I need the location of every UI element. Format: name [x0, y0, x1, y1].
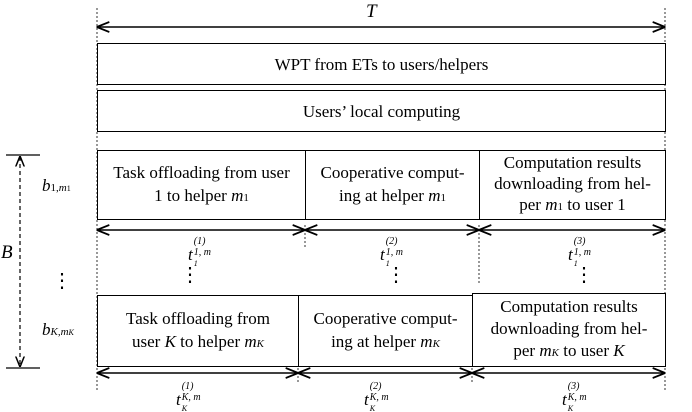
- userK-t3-sub: K, m: [567, 392, 587, 403]
- user1-t2-subsub: 1: [385, 259, 390, 268]
- user1-t2-sup: (2): [385, 236, 398, 247]
- b1-base: b: [42, 176, 51, 195]
- userK-download-line3a: per: [513, 341, 540, 360]
- user1-t1-subsub: 1: [193, 259, 198, 268]
- userK-t2-subsub: K: [369, 404, 376, 412]
- user1-t2-base: t: [380, 245, 385, 264]
- userK-coop-box: Cooperative comput- ing at helper mK: [298, 295, 473, 367]
- userK-offload-line1: Task offloading from: [126, 308, 270, 328]
- user1-t3-base: t: [568, 245, 573, 264]
- userK-t2-sub: K, m: [369, 392, 389, 403]
- userK-t1-subsub: K: [181, 404, 188, 412]
- user1-coop-sub: 1: [440, 191, 447, 204]
- userK-coop-sub: K: [432, 337, 440, 350]
- userK-t1-sub: K, m: [181, 392, 201, 403]
- user1-t1-base: t: [188, 245, 193, 264]
- b-ellipsis: ⋮: [52, 270, 72, 292]
- user1-download-line3b: to user 1: [562, 195, 626, 214]
- wpt-label: WPT from ETs to users/helpers: [274, 54, 489, 74]
- local-computing-label: Users’ local computing: [302, 101, 461, 121]
- user1-coop-var: m: [428, 185, 441, 205]
- userK-t1-sup: (1): [181, 381, 194, 392]
- userK-offload-sub: K: [256, 337, 264, 350]
- user1-offload-line1: Task offloading from user: [113, 162, 290, 182]
- userK-download-var: m: [539, 341, 552, 360]
- userK-download-line2: downloading from hel-: [490, 319, 648, 338]
- user1-coop-line2: ing at helper: [339, 185, 429, 205]
- local-computing-box: Users’ local computing: [97, 90, 666, 132]
- user1-download-sub: 1: [557, 201, 563, 213]
- user1-t1-sup: (1): [193, 236, 206, 247]
- total-time-label: T: [366, 1, 377, 22]
- ellipsis-col1: ⋮: [180, 264, 200, 286]
- user1-download-line1: Computation results: [503, 153, 642, 172]
- userK-t3-subsub: K: [567, 404, 574, 412]
- ellipsis-col3: ⋮: [574, 264, 594, 286]
- bK-subsub: K: [68, 328, 74, 337]
- user1-t2-sub: 1, m: [385, 247, 403, 258]
- user1-download-line2: downloading from hel-: [494, 174, 651, 193]
- userK-download-sub: K: [551, 347, 559, 359]
- b1-sub: 1,: [50, 182, 59, 194]
- bK-sub: K,: [50, 326, 61, 338]
- user1-t3-sup: (3): [573, 236, 586, 247]
- userK-t2-base: t: [364, 390, 369, 409]
- user1-t1-sub: 1, m: [193, 247, 211, 258]
- bK-subvar: m: [60, 326, 69, 338]
- bK-label: bK,mK: [42, 320, 74, 340]
- ellipsis-col2: ⋮: [386, 264, 406, 286]
- user1-offload-var: m: [231, 185, 244, 205]
- userK-offload-box: Task offloading from user K to helper mK: [97, 295, 299, 367]
- userK-coop-line2: ing at helper: [331, 331, 421, 351]
- user1-download-line3a: per: [519, 195, 546, 214]
- user1-offload-line2: 1 to helper: [154, 185, 232, 205]
- userK-offload-line2a: user: [131, 331, 165, 351]
- user1-t3-subsub: 1: [573, 259, 578, 268]
- user1-offload-box: Task offloading from user 1 to helper m1: [97, 150, 306, 220]
- user1-download-box: Computation results downloading from hel…: [479, 150, 666, 220]
- b1-label: b1,m1: [42, 176, 71, 196]
- bK-base: b: [42, 320, 51, 339]
- wpt-box: WPT from ETs to users/helpers: [97, 43, 666, 85]
- userK-download-line1: Computation results: [500, 297, 638, 316]
- user1-coop-box: Cooperative comput- ing at helper m1: [305, 150, 480, 220]
- userK-t3-sup: (3): [567, 381, 580, 392]
- user1-download-var: m: [545, 195, 558, 214]
- userK-t3-base: t: [562, 390, 567, 409]
- b1-subvar: m: [58, 182, 67, 194]
- userK-t1-base: t: [176, 390, 181, 409]
- userK-offload-var1: K: [164, 331, 176, 351]
- userK-offload-line2b: to helper: [175, 331, 245, 351]
- userK-download-box: Computation results downloading from hel…: [472, 293, 666, 367]
- bandwidth-label: B: [1, 242, 13, 263]
- user1-t3-sub: 1, m: [573, 247, 591, 258]
- userK-t2-sup: (2): [369, 381, 382, 392]
- userK-download-var2: K: [613, 341, 625, 360]
- b1-subsub: 1: [66, 184, 71, 193]
- user1-coop-line1: Cooperative comput-: [320, 162, 465, 182]
- userK-offload-var: m: [244, 331, 257, 351]
- userK-download-line3b: to user: [558, 341, 614, 360]
- userK-coop-line1: Cooperative comput-: [313, 308, 458, 328]
- userK-coop-var: m: [420, 331, 433, 351]
- user1-offload-sub: 1: [243, 191, 249, 204]
